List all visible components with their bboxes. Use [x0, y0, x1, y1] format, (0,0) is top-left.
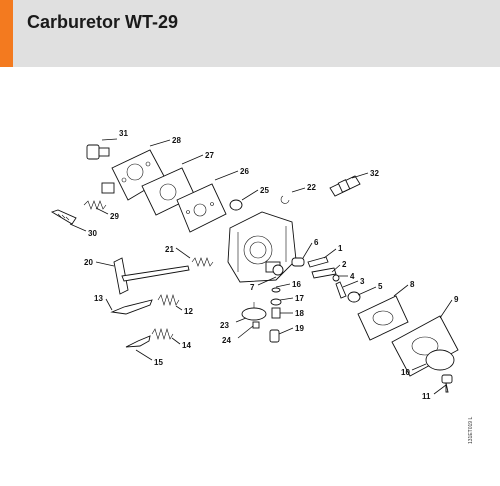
- callout-labels: 31 28 27 26 25 22 32 29 30 21 20 6 1 2 4…: [84, 129, 459, 401]
- part-15-needle: [125, 335, 151, 348]
- callout-1: 1: [338, 244, 343, 253]
- part-16-washer: [271, 287, 281, 293]
- part-31-screw: [86, 144, 110, 160]
- part-17-needle-seat: [270, 298, 282, 306]
- callout-18: 18: [295, 309, 304, 318]
- part-32-fitting: [329, 175, 361, 197]
- callout-21: 21: [165, 245, 174, 254]
- page-header: Carburetor WT-29: [0, 0, 500, 67]
- callout-22: 22: [307, 183, 316, 192]
- callout-25: 25: [260, 186, 269, 195]
- callout-29: 29: [110, 212, 119, 221]
- part-11-screw: [441, 374, 453, 393]
- part-3-screw: [335, 281, 347, 299]
- callout-13: 13: [94, 294, 103, 303]
- callout-26: 26: [240, 167, 249, 176]
- callout-30: 30: [88, 229, 97, 238]
- callout-15: 15: [154, 358, 163, 367]
- callout-7: 7: [250, 283, 255, 292]
- callout-8: 8: [410, 280, 415, 289]
- callout-5: 5: [378, 282, 383, 291]
- leader-lines: [69, 138, 453, 395]
- callout-2: 2: [342, 260, 347, 269]
- page-title: Carburetor WT-29: [27, 12, 179, 32]
- callout-14: 14: [182, 341, 191, 350]
- part-25-screen: [229, 199, 243, 211]
- part-7-plug: [272, 264, 284, 276]
- part-1-needle-valve: [307, 256, 329, 268]
- callout-9: 9: [454, 295, 459, 304]
- callout-23: 23: [220, 321, 229, 330]
- part-8-gasket: [357, 295, 409, 341]
- exploded-parts-diagram: 31 28 27 26 25 22 32 29 30 21 20 6 1 2 4…: [50, 129, 474, 444]
- callout-3: 3: [360, 277, 365, 286]
- part-29-spring: [83, 200, 107, 210]
- part-24-screw: [252, 321, 260, 329]
- part-20-shaft: [113, 257, 190, 295]
- callout-17: 17: [295, 294, 304, 303]
- callout-16: 16: [292, 280, 301, 289]
- accent-bar: [0, 0, 13, 67]
- part-carburetor-body: [227, 211, 297, 283]
- part-14-spring: [151, 327, 174, 341]
- part-6-pin: [291, 257, 305, 267]
- callout-19: 19: [295, 324, 304, 333]
- part-10-ring: [425, 349, 455, 371]
- part-2-lever: [311, 267, 337, 279]
- callout-6: 6: [314, 238, 319, 247]
- part-30-screw: [50, 209, 77, 225]
- callout-11: 11: [422, 392, 431, 401]
- part-5-diaphragm: [347, 291, 361, 303]
- reference-code: 131ET019 L: [468, 417, 474, 444]
- callout-24: 24: [222, 336, 231, 345]
- part-19-sleeve: [269, 329, 280, 343]
- part-21-spring: [191, 257, 214, 267]
- part-18-spring: [271, 307, 281, 319]
- part-9-cover: [391, 315, 459, 377]
- callout-31: 31: [119, 129, 128, 138]
- callout-27: 27: [205, 151, 214, 160]
- part-23-metering-diaphragm: [241, 302, 267, 321]
- callout-4: 4: [350, 272, 355, 281]
- part-12-spring: [157, 293, 180, 307]
- part-13-needle: [110, 299, 153, 315]
- callout-32: 32: [370, 169, 379, 178]
- callout-10: 10: [401, 368, 410, 377]
- part-22-clip: [280, 195, 290, 204]
- part-4-washer: [332, 274, 340, 282]
- callout-20: 20: [84, 258, 93, 267]
- callout-12: 12: [184, 307, 193, 316]
- callout-28: 28: [172, 136, 181, 145]
- part-26-gasket: [176, 183, 227, 233]
